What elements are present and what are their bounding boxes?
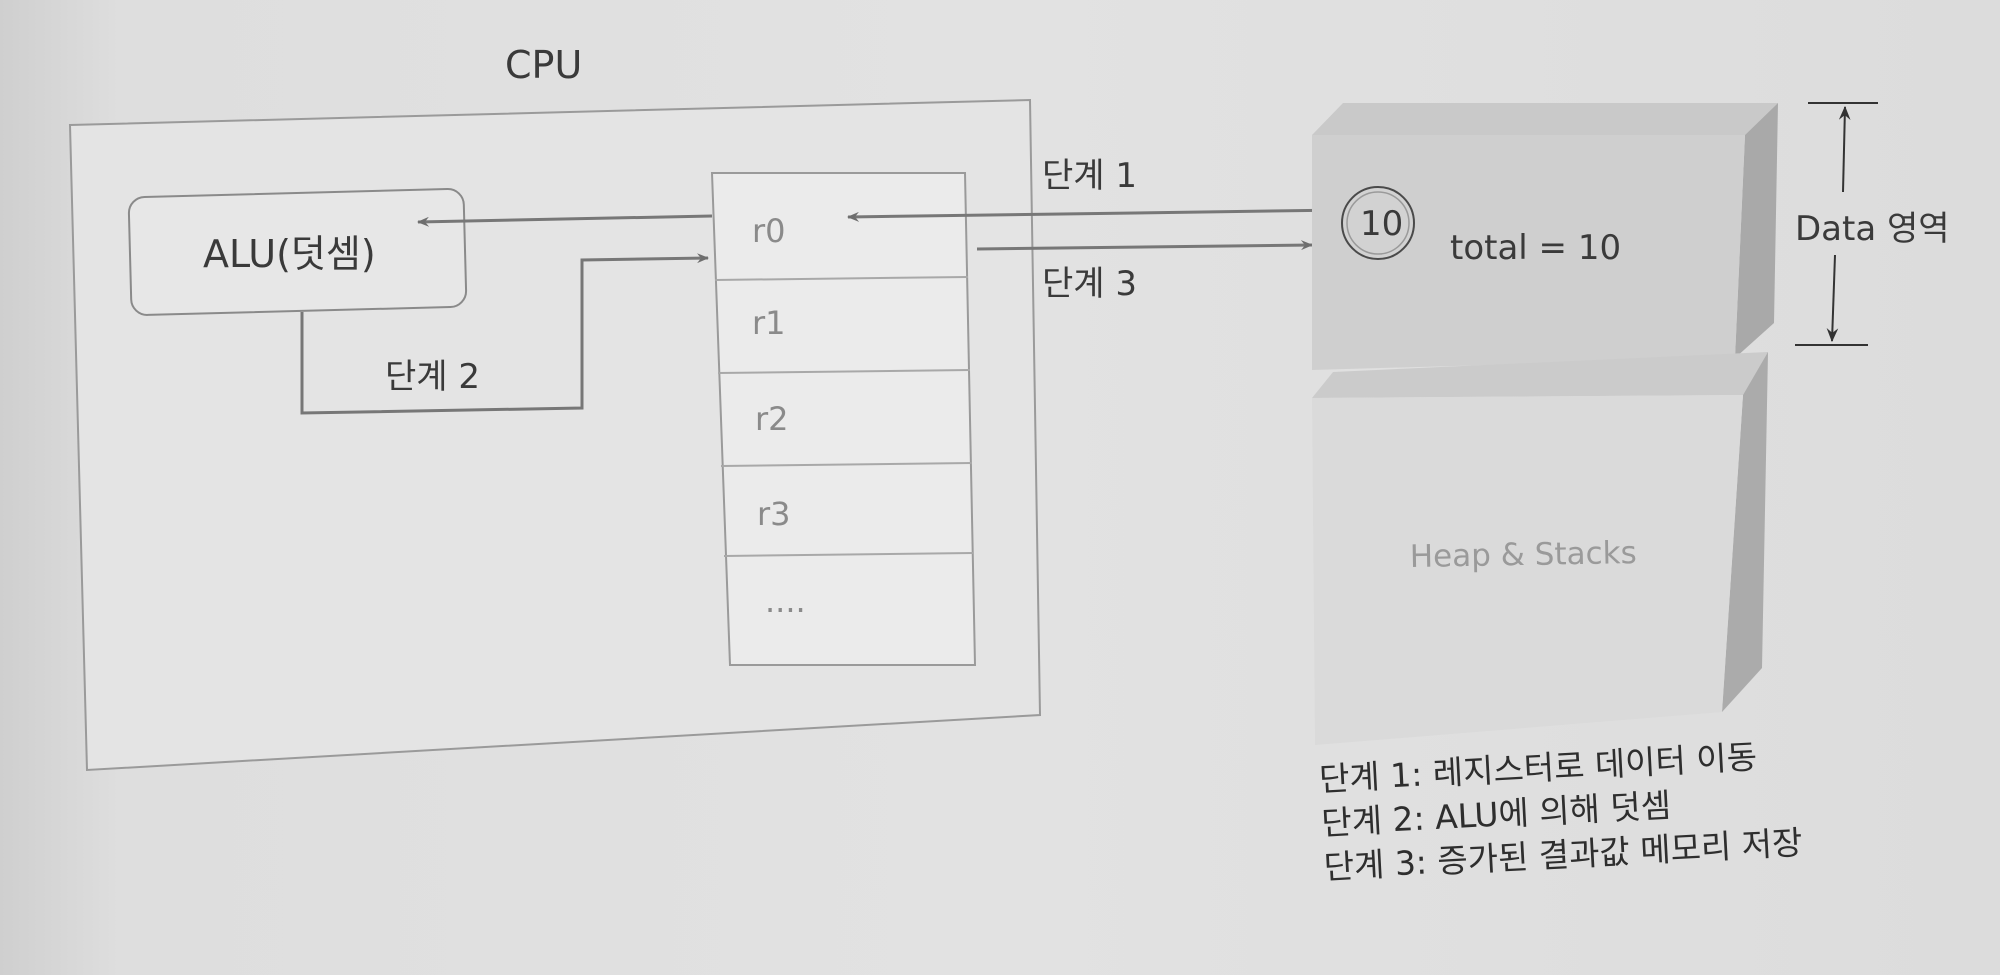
register-r1: r1 <box>752 304 786 342</box>
arrow-r0-to-alu <box>417 214 713 227</box>
data-area-label: Data 영역 <box>1795 209 1950 249</box>
arrow-r0-to-memory <box>976 240 1313 251</box>
register-file <box>710 172 977 666</box>
register-r2: r2 <box>755 400 789 438</box>
heap-stacks-label: Heap & Stacks <box>1410 535 1638 575</box>
alu-box <box>127 188 468 316</box>
step-3-label: 단계 3 <box>1042 264 1137 304</box>
step-legend: 단계 1: 레지스터로 데이터 이동 단계 2: ALU에 의해 덧셈 단계 3… <box>1318 733 1804 890</box>
cpu-title: CPU <box>505 43 582 87</box>
register-ellipsis: .... <box>765 582 806 620</box>
register-r0: r0 <box>752 212 786 250</box>
total-label: total = 10 <box>1450 228 1621 268</box>
value-circle-text: 10 <box>1360 204 1403 244</box>
step-1-label: 단계 1 <box>1042 156 1137 196</box>
arrow-alu-to-r0-loop <box>300 253 709 415</box>
data-area-dimension <box>1795 102 1878 346</box>
memory-heap-stacks <box>1312 352 1768 745</box>
memory-data-area <box>1312 103 1778 370</box>
register-r3: r3 <box>757 495 791 533</box>
arrow-memory-to-r0 <box>847 208 1346 222</box>
alu-label: ALU(덧셈) <box>203 232 376 276</box>
value-circle <box>1341 186 1415 260</box>
step-2-label: 단계 2 <box>385 357 480 397</box>
